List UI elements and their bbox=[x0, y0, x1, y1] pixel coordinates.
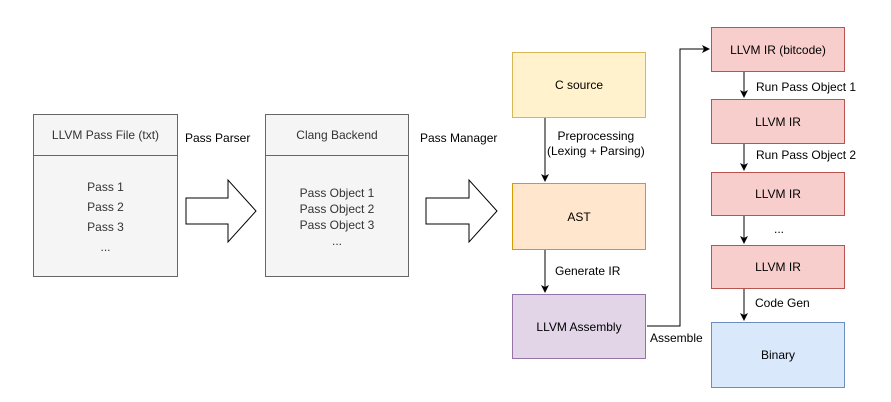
llvm-ir-node-3: LLVM IR bbox=[711, 245, 845, 289]
edge-assembly-bitcode bbox=[647, 45, 710, 327]
pass-file-title: LLVM Pass File (txt) bbox=[34, 115, 177, 156]
pass-file-container: LLVM Pass File (txt) Pass 1 Pass 2 Pass … bbox=[33, 114, 178, 277]
clang-backend-list: Pass Object 1 Pass Object 2 Pass Object … bbox=[266, 156, 408, 277]
pass-file-item: Pass 3 bbox=[87, 219, 124, 234]
ellipsis-label: ... bbox=[774, 222, 785, 237]
binary-node: Binary bbox=[711, 322, 845, 388]
clang-backend-container: Clang Backend Pass Object 1 Pass Object … bbox=[265, 114, 409, 277]
pass-object-item: Pass Object 3 bbox=[299, 217, 375, 232]
clang-backend-title: Clang Backend bbox=[266, 115, 408, 156]
llvm-assembly-node: LLVM Assembly bbox=[512, 294, 646, 359]
run-pass-1-label: Run Pass Object 1 bbox=[756, 80, 857, 95]
pass-file-list: Pass 1 Pass 2 Pass 3 ... bbox=[34, 156, 177, 277]
code-gen-label: Code Gen bbox=[755, 296, 810, 311]
pass-file-item: Pass 1 bbox=[87, 179, 124, 194]
preprocessing-label-line1: Preprocessing bbox=[557, 129, 635, 143]
pass-object-item: ... bbox=[331, 233, 342, 248]
llvm-ir-node-2: LLVM IR bbox=[711, 172, 845, 216]
pass-file-item: Pass 2 bbox=[87, 199, 124, 214]
llvm-ir-node-1: LLVM IR bbox=[711, 99, 845, 144]
block-arrow-manager bbox=[425, 178, 498, 244]
pass-object-item: Pass Object 1 bbox=[299, 185, 375, 200]
pass-file-item: ... bbox=[100, 239, 111, 254]
preprocessing-label: Preprocessing (Lexing + Parsing) bbox=[547, 129, 645, 159]
pass-object-item: Pass Object 2 bbox=[299, 201, 375, 216]
block-arrow-parser bbox=[185, 178, 257, 244]
assemble-label: Assemble bbox=[650, 331, 703, 346]
preprocessing-label-line2: (Lexing + Parsing) bbox=[547, 144, 645, 158]
generate-ir-label: Generate IR bbox=[555, 264, 621, 279]
llvm-ir-bitcode-node: LLVM IR (bitcode) bbox=[711, 27, 845, 72]
pass-manager-label: Pass Manager bbox=[420, 131, 498, 146]
run-pass-2-label: Run Pass Object 2 bbox=[756, 148, 857, 163]
ast-node: AST bbox=[512, 183, 646, 250]
pass-parser-label: Pass Parser bbox=[185, 131, 251, 146]
c-source-node: C source bbox=[512, 52, 646, 118]
